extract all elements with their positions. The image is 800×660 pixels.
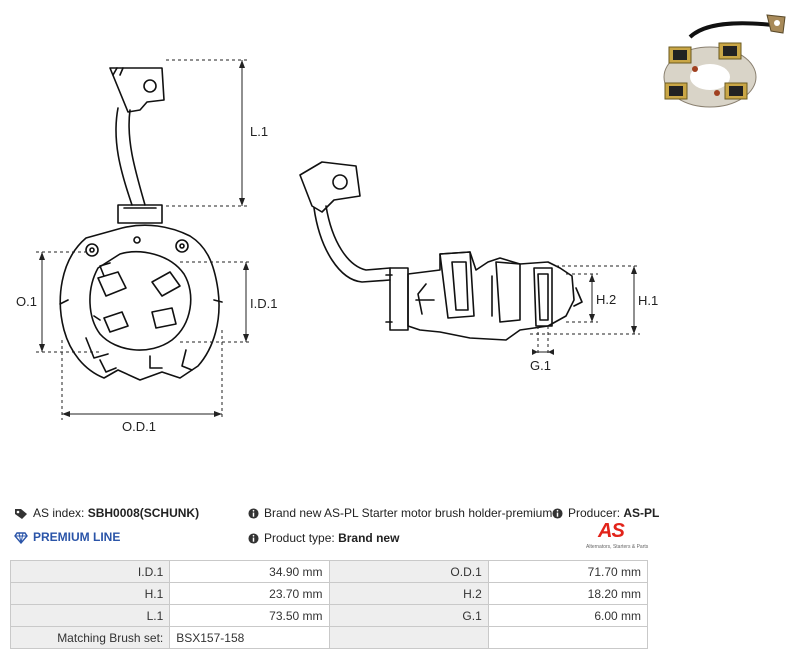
- table-row: L.1 73.50 mm G.1 6.00 mm: [9, 604, 649, 627]
- as-index-value: SBH0008(SCHUNK): [87, 506, 200, 520]
- side-view: [299, 161, 583, 341]
- product-type-label: Product type:: [264, 531, 335, 545]
- spec-key: Matching Brush set:: [9, 626, 171, 649]
- spec-value: 18.20 mm: [487, 582, 649, 605]
- description-line: Brand new AS-PL Starter motor brush hold…: [248, 506, 605, 520]
- spec-key: H.2: [328, 582, 489, 605]
- as-pl-logo: AS Alternators, Starters & Parts: [586, 520, 648, 552]
- spec-value: 34.90 mm: [169, 560, 330, 583]
- table-row: H.1 23.70 mm H.2 18.20 mm: [9, 582, 649, 605]
- spec-table: I.D.1 34.90 mm O.D.1 71.70 mm H.1 23.70 …: [9, 560, 649, 649]
- product-description: Brand new AS-PL Starter motor brush hold…: [264, 506, 606, 520]
- tag-icon: [15, 508, 27, 519]
- spec-value: 23.70 mm: [169, 582, 330, 605]
- dim-label-o1: O.1: [16, 294, 37, 309]
- premium-line-badge: PREMIUM LINE: [14, 530, 120, 544]
- producer-label: Producer:: [568, 506, 621, 520]
- dim-label-od1: O.D.1: [122, 419, 156, 434]
- dim-label-h1: H.1: [638, 293, 658, 308]
- info-icon: [248, 508, 259, 519]
- matching-brush-set-link[interactable]: BSX157-158: [169, 626, 330, 649]
- product-type-line: Product type: Brand new: [248, 531, 399, 545]
- dim-label-h2: H.2: [596, 292, 616, 307]
- premium-line-label: PREMIUM LINE: [33, 530, 121, 544]
- dim-label-id1: I.D.1: [250, 296, 277, 311]
- spec-key: L.1: [9, 604, 171, 627]
- product-type-value: Brand new: [338, 531, 400, 545]
- as-index-label: AS index:: [33, 506, 85, 520]
- producer-value: AS-PL: [623, 506, 660, 520]
- dim-label-l1: L.1: [250, 124, 268, 139]
- technical-drawing: L.1 O.1 I.D.1 O.D.1 H.2 H.1 G.1: [16, 59, 658, 434]
- logo-mark: AS: [598, 520, 625, 542]
- logo-tagline: Alternators, Starters & Parts: [586, 544, 649, 550]
- front-view: [59, 67, 223, 381]
- spec-key: [328, 626, 489, 649]
- spec-value: 6.00 mm: [487, 604, 649, 627]
- info-icon: [248, 533, 259, 544]
- dim-label-g1: G.1: [530, 358, 551, 373]
- spec-key: O.D.1: [328, 560, 489, 583]
- table-row: Matching Brush set: BSX157-158: [9, 626, 649, 649]
- spec-value: [487, 626, 649, 649]
- as-index-line: AS index: SBH0008(SCHUNK): [14, 506, 199, 520]
- spec-value: 73.50 mm: [169, 604, 330, 627]
- info-icon: [552, 508, 563, 519]
- spec-key: I.D.1: [9, 560, 171, 583]
- table-row: I.D.1 34.90 mm O.D.1 71.70 mm: [9, 560, 649, 583]
- diamond-icon: [14, 532, 28, 544]
- spec-key: H.1: [9, 582, 171, 605]
- spec-value: 71.70 mm: [487, 560, 649, 583]
- product-thumbnail[interactable]: [655, 5, 795, 115]
- spec-key: G.1: [328, 604, 489, 627]
- producer-line: Producer: AS-PL: [552, 506, 660, 520]
